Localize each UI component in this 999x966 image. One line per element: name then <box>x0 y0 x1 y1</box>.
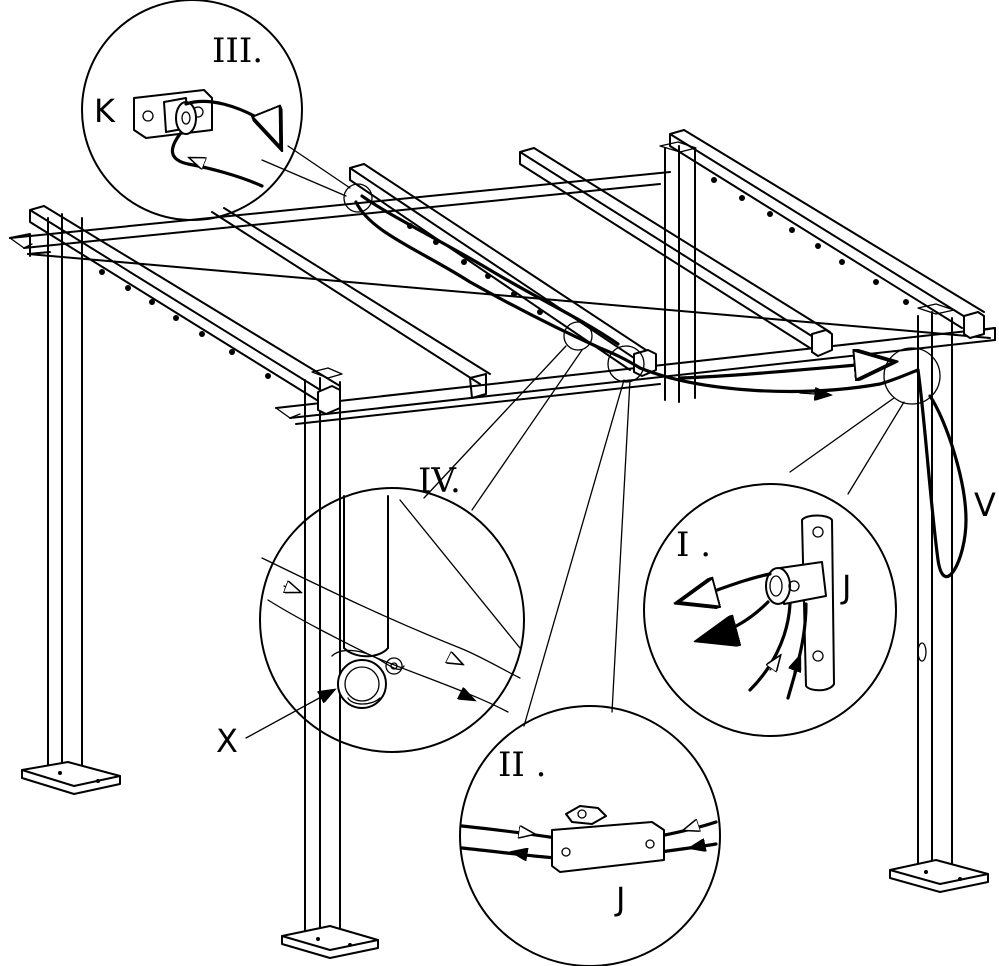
part-label-K: K <box>94 92 116 130</box>
callout-ring-I <box>883 347 941 405</box>
detail-III <box>81 0 303 221</box>
post-front-right <box>889 303 989 893</box>
rafter-3 <box>349 163 657 377</box>
pulley-icon <box>765 567 791 605</box>
cable-routing <box>354 194 968 578</box>
detail-circle-I <box>643 483 897 737</box>
callout-ring-II <box>607 345 645 383</box>
beam-back <box>9 171 991 339</box>
part-label-J-detail-I: J <box>840 568 851 606</box>
callout-label-III: III. <box>212 31 263 71</box>
detail-circle-II <box>459 705 721 966</box>
rafter-2 <box>211 207 491 399</box>
rafter-5 <box>669 129 985 339</box>
part-label-V: V <box>974 486 996 524</box>
detail-IV <box>245 487 525 753</box>
callout-ring-IV <box>563 321 593 351</box>
detail-I <box>643 483 897 737</box>
callout-ring-III <box>343 183 373 213</box>
callout-label-II: II . <box>498 745 546 785</box>
post-front-left <box>21 213 121 795</box>
rafter-4 <box>519 147 833 357</box>
callout-label-I: I . <box>676 525 711 565</box>
detail-circle-IV <box>259 487 525 753</box>
detail-circle-III <box>81 0 303 221</box>
leader-lines <box>261 145 905 727</box>
pulley-icon <box>175 101 197 135</box>
part-label-J-detail-II: J <box>614 880 625 918</box>
part-label-X: X <box>216 722 238 760</box>
rafter-1 <box>29 205 341 415</box>
callout-label-IV: IV. <box>418 461 461 501</box>
detail-II <box>459 705 721 966</box>
